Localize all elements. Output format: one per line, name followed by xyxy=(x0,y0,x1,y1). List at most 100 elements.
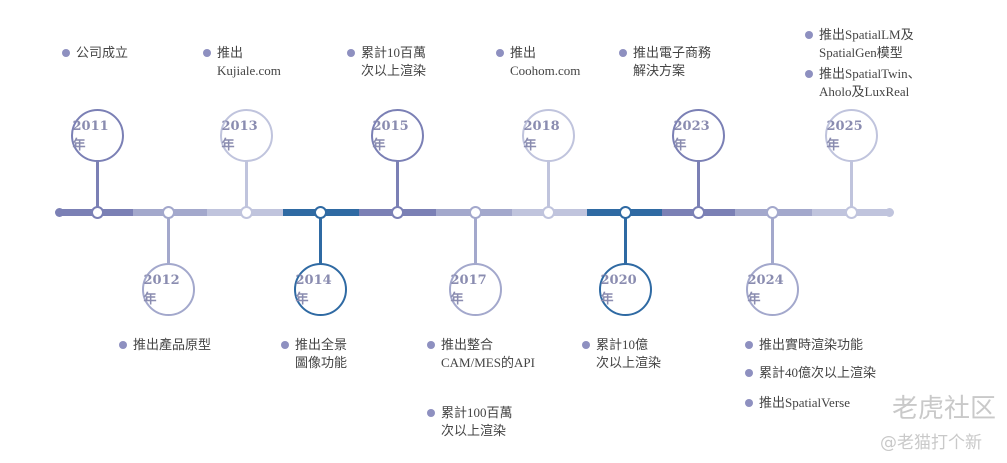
item-text: 推出SpatialLM及 xyxy=(819,27,914,42)
milestone-item: 累計100百萬次以上渲染 xyxy=(427,404,513,440)
item-text: 累計10億 xyxy=(596,337,649,352)
milestone-item: 推出 Kujiale.com xyxy=(203,44,281,80)
item-text: 公司成立 xyxy=(76,45,129,60)
item-text: 推出SpatialVerse xyxy=(759,395,850,410)
milestone-node xyxy=(90,206,104,219)
item-text: 推出產品原型 xyxy=(133,337,212,352)
year-label: 2014年 xyxy=(295,272,332,307)
year-circle[interactable]: 2014年 xyxy=(293,263,347,316)
milestone-item: 推出SpatialVerse xyxy=(745,394,850,412)
item-text: 累計40億次以上渲染 xyxy=(759,365,877,380)
milestone-stem xyxy=(546,160,550,208)
bullet-icon xyxy=(347,49,355,57)
item-text: 累計100百萬 xyxy=(441,405,513,420)
milestone-item: 累計40億次以上渲染 xyxy=(745,364,877,382)
milestone-item: 推出電子商務解決方案 xyxy=(619,44,712,80)
timeline-start-dot xyxy=(55,208,64,217)
milestone-item: 推出產品原型 xyxy=(119,336,212,354)
milestone-stem xyxy=(244,160,248,208)
year-circle[interactable]: 2012年 xyxy=(141,263,195,316)
milestone-node xyxy=(313,206,327,219)
milestone-stem xyxy=(770,215,774,265)
year-circle[interactable]: 2023年 xyxy=(671,109,725,162)
year-circle[interactable]: 2025年 xyxy=(824,109,878,162)
milestone-node xyxy=(844,206,858,219)
milestone-stem xyxy=(849,160,853,208)
milestone-node xyxy=(390,206,404,219)
year-label: 2024年 xyxy=(747,272,784,307)
watermark-handle: @老猫打个新 xyxy=(880,433,982,453)
year-label: 2011年 xyxy=(72,118,109,153)
milestone-stem xyxy=(95,160,99,208)
item-text: 推出SpatialTwin、 xyxy=(819,66,921,81)
year-label: 2025年 xyxy=(826,118,863,153)
item-text: SpatialGen模型 xyxy=(819,45,903,60)
year-label: 2023年 xyxy=(673,118,710,153)
item-text: 推出全景 xyxy=(295,337,348,352)
item-text: Kujiale.com xyxy=(217,63,281,78)
item-text: CAM/MES的API xyxy=(441,355,535,370)
item-text: 推出電子商務 xyxy=(633,45,712,60)
item-text: 推出 xyxy=(217,45,244,60)
item-text: 次以上渲染 xyxy=(361,63,427,78)
milestone-stem xyxy=(166,215,170,265)
item-text: Coohom.com xyxy=(510,63,581,78)
milestone-node xyxy=(541,206,555,219)
year-circle[interactable]: 2011年 xyxy=(70,109,124,162)
year-circle[interactable]: 2020年 xyxy=(598,263,652,316)
milestone-stem xyxy=(623,215,627,265)
year-circle[interactable]: 2018年 xyxy=(521,109,575,162)
bullet-icon xyxy=(62,49,70,57)
year-circle[interactable]: 2024年 xyxy=(745,263,799,316)
bullet-icon xyxy=(203,49,211,57)
year-circle[interactable]: 2017年 xyxy=(448,263,502,316)
bullet-icon xyxy=(745,369,753,377)
milestone-node xyxy=(239,206,253,219)
bullet-icon xyxy=(805,31,813,39)
item-text: 次以上渲染 xyxy=(596,355,662,370)
milestone-node xyxy=(468,206,482,219)
timeline-end-dot xyxy=(885,208,894,217)
milestone-stem xyxy=(696,160,700,208)
year-circle[interactable]: 2015年 xyxy=(370,109,424,162)
year-label: 2012年 xyxy=(143,272,180,307)
year-label: 2020年 xyxy=(600,272,637,307)
year-label: 2017年 xyxy=(450,272,487,307)
item-text: 圖像功能 xyxy=(295,355,348,370)
watermark-brand: 老虎社区 xyxy=(892,394,997,424)
milestone-stem xyxy=(318,215,322,265)
milestone-item: 推出全景圖像功能 xyxy=(281,336,348,372)
milestone-stem xyxy=(473,215,477,265)
item-text: 次以上渲染 xyxy=(441,423,507,438)
bullet-icon xyxy=(119,341,127,349)
year-label: 2018年 xyxy=(523,118,560,153)
milestone-node xyxy=(161,206,175,219)
bullet-icon xyxy=(745,341,753,349)
year-circle[interactable]: 2013年 xyxy=(219,109,273,162)
milestone-node xyxy=(765,206,779,219)
milestone-stem xyxy=(395,160,399,208)
item-text: 解決方案 xyxy=(633,63,686,78)
item-text: 累計10百萬 xyxy=(361,45,427,60)
bullet-icon xyxy=(745,399,753,407)
item-text: 推出 xyxy=(510,45,537,60)
bullet-icon xyxy=(619,49,627,57)
milestone-node xyxy=(691,206,705,219)
year-label: 2013年 xyxy=(221,118,258,153)
item-text: 推出實時渲染功能 xyxy=(759,337,864,352)
bullet-icon xyxy=(427,341,435,349)
bullet-icon xyxy=(496,49,504,57)
milestone-item: 推出SpatialLM及 SpatialGen模型 xyxy=(805,26,914,62)
bullet-icon xyxy=(805,70,813,78)
bullet-icon xyxy=(582,341,590,349)
milestone-item: 推出實時渲染功能 xyxy=(745,336,864,354)
milestone-item: 累計10百萬次以上渲染 xyxy=(347,44,427,80)
milestone-item: 推出SpatialTwin、 Aholo及LuxReal xyxy=(805,65,921,101)
milestone-item: 公司成立 xyxy=(62,44,129,62)
year-label: 2015年 xyxy=(372,118,409,153)
bullet-icon xyxy=(281,341,289,349)
milestone-node xyxy=(618,206,632,219)
item-text: Aholo及LuxReal xyxy=(819,84,910,99)
